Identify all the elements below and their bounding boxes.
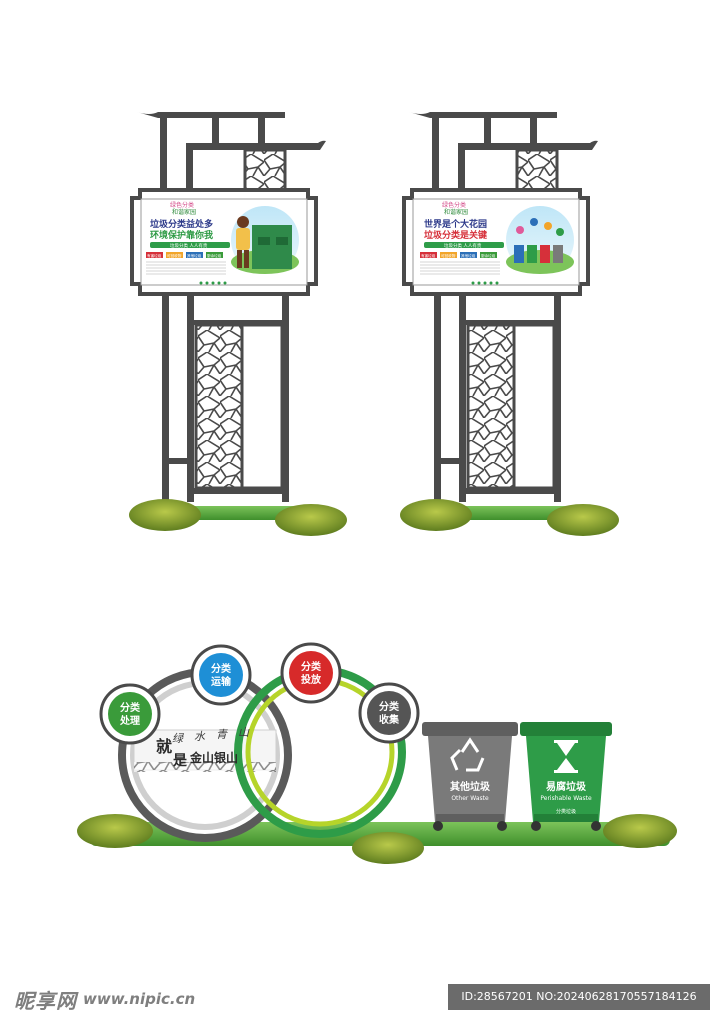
slogan-shi: 是 <box>173 753 188 769</box>
svg-text:有害垃圾: 有害垃圾 <box>421 253 436 258</box>
bin-lid <box>520 722 612 736</box>
roof-mid-bar <box>186 140 326 150</box>
bubble-transport: 分类 运输 <box>190 644 252 706</box>
bubble-3-line2: 投放 <box>301 673 322 686</box>
bin-body <box>428 736 512 822</box>
bin-wheel <box>531 821 541 831</box>
bubble-disposal: 分类 投放 <box>280 642 342 704</box>
sign-banner: 垃圾分类 人人有责 <box>170 242 208 249</box>
sign2-tags: 有害垃圾 可回收物 其他垃圾 厨余垃圾 <box>420 252 497 258</box>
sign-logo-bottom: 和谐家园 <box>172 208 196 216</box>
sign2-illustration <box>506 206 574 274</box>
bubble-1-line2: 处理 <box>119 714 140 727</box>
slogan-small-4: 山 <box>238 726 250 739</box>
bin-lid <box>422 722 518 736</box>
signboard-right: 绿色分类 和谐家园 世界是个大花园 垃圾分类是关键 垃圾分类 人人有责 有害垃圾… <box>402 112 598 502</box>
slogan-rest: 金山银山 <box>189 750 238 765</box>
watermark-brand: 昵享网 www.nipic.cn <box>14 986 196 1013</box>
bushes-bottom <box>77 814 677 864</box>
bin-wheel <box>497 821 507 831</box>
watermark-url: www.nipic.cn <box>83 990 196 1008</box>
bin-perishable-waste: 易腐垃圾 Perishable Waste 分类垃圾 <box>520 722 612 831</box>
slogan-small-2: 水 <box>194 730 206 743</box>
bin-body <box>526 736 606 822</box>
bubble-4-line2: 收集 <box>379 713 400 726</box>
sign-headline-2: 环境保护靠你我 <box>150 229 213 241</box>
svg-text:其他垃圾: 其他垃圾 <box>461 253 476 258</box>
slogan-small-1: 绿 <box>172 732 184 745</box>
svg-text:厨余垃圾: 厨余垃圾 <box>481 253 496 258</box>
bin-perishable-english: Perishable Waste <box>540 795 592 802</box>
bubble-1-line1: 分类 <box>120 701 140 714</box>
sign-tags: 有害垃圾 可回收物 其他垃圾 厨余垃圾 <box>146 252 223 258</box>
bubble-3-line1: 分类 <box>301 660 321 673</box>
slogan-small-3: 青 <box>216 728 228 741</box>
svg-text:厨余垃圾: 厨余垃圾 <box>207 253 222 258</box>
sign-logo-top: 绿色分类 <box>170 201 194 209</box>
grass-sign-right <box>400 499 619 536</box>
bin-other-english: Other Waste <box>451 795 489 802</box>
svg-text:其他垃圾: 其他垃圾 <box>187 253 202 258</box>
bubble-4-line1: 分类 <box>379 700 399 713</box>
grass-sign-left <box>129 499 347 536</box>
lattice-lower <box>194 323 244 490</box>
slogan-jiu: 就 <box>156 737 172 756</box>
sign2-headline-1: 世界是个大花园 <box>424 218 487 230</box>
bubble-2-line1: 分类 <box>211 662 231 675</box>
bin-other-waste: 其他垃圾 Other Waste <box>422 722 518 831</box>
bin-wheel <box>591 821 601 831</box>
sign-headline-1: 垃圾分类益处多 <box>150 218 213 230</box>
sign2-banner: 垃圾分类 人人有责 <box>444 242 482 249</box>
sign-illustration <box>231 206 299 274</box>
bin-small-label: 分类垃圾 <box>556 808 576 815</box>
svg-text:可回收物: 可回收物 <box>441 253 456 258</box>
bubble-processing: 分类 处理 <box>99 683 161 745</box>
sign2-logo-bottom: 和谐家园 <box>444 208 468 216</box>
svg-text:可回收物: 可回收物 <box>167 253 182 258</box>
roof-top-bar <box>137 112 285 118</box>
bubble-2-line2: 运输 <box>211 675 232 688</box>
sign2-headline-2: 垃圾分类是关键 <box>424 229 488 241</box>
lattice-upper <box>243 148 287 192</box>
slogan: 绿 水 青 山 就 是 金山银山 <box>156 726 250 769</box>
signboard-left: 绿色分类 和谐家园 垃圾分类益处多 环境保护靠你我 垃圾分类 人人有责 有害垃圾… <box>130 112 326 502</box>
svg-text:有害垃圾: 有害垃圾 <box>147 253 162 258</box>
bin-wheel <box>433 821 443 831</box>
bubble-collection: 分类 收集 <box>358 682 420 744</box>
bin-other-name: 其他垃圾 <box>450 780 491 793</box>
watermark-id: ID:28567201 NO:20240628170557184126 <box>448 984 710 1010</box>
bin-perishable-name: 易腐垃圾 <box>546 780 587 793</box>
sign2-logo-top: 绿色分类 <box>442 201 466 209</box>
hourglass-icon <box>554 740 578 773</box>
recycle-icon <box>450 737 485 772</box>
watermark-brand-name: 昵享网 <box>14 988 77 1013</box>
